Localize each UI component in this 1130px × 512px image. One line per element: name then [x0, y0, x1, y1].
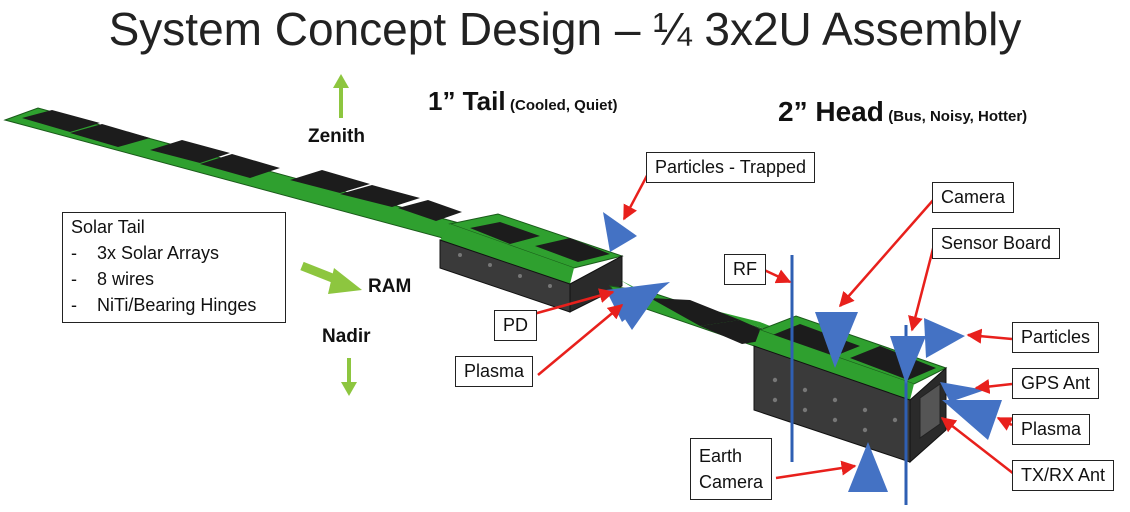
nadir-label: Nadir — [322, 326, 371, 347]
particles-trapped-sensor — [603, 212, 637, 252]
plasma-left-label: Plasma — [455, 356, 534, 387]
pd-label: PD — [494, 310, 538, 341]
list-item: -8 wires — [71, 269, 155, 289]
solar-tail-heading: Solar Tail — [71, 217, 145, 237]
particles-trapped-label: Particles - Trapped — [646, 152, 816, 183]
head-header: 2” Head (Bus, Noisy, Hotter) — [778, 96, 1027, 128]
sensor-board-label: Sensor Board — [932, 228, 1061, 259]
solar-tail-list: -3x Solar Arrays -8 wires -NiTi/Bearing … — [71, 240, 277, 318]
particles-sensor — [924, 318, 965, 358]
ram-label: RAM — [368, 276, 412, 297]
rf-label: RF — [724, 254, 766, 285]
callout-arrows — [529, 169, 1015, 480]
earth-camera-label: Earth Camera — [690, 438, 773, 500]
tail-header-sub: (Cooled, Quiet) — [510, 97, 618, 114]
camera-sensor — [815, 312, 858, 368]
plasma-left-sensor — [610, 290, 660, 330]
tail-body — [439, 213, 624, 313]
gps-ant-sensor — [940, 382, 985, 402]
zenith-label: Zenith — [308, 126, 365, 147]
solar-tail-box: Solar Tail -3x Solar Arrays -8 wires -Ni… — [62, 212, 286, 323]
earth-camera-sensor — [848, 442, 888, 492]
nadir-arrow — [341, 358, 357, 396]
plasma-right-label: Plasma — [1012, 414, 1091, 445]
tail-header: 1” Tail (Cooled, Quiet) — [428, 86, 618, 117]
gps-ant-label: GPS Ant — [1012, 368, 1100, 399]
plasma-right-sensor — [942, 400, 1002, 440]
sensor-board-sensor — [890, 336, 926, 384]
txrx-ant-label: TX/RX Ant — [1012, 460, 1115, 491]
ram-arrow — [300, 261, 362, 294]
list-item: -3x Solar Arrays — [71, 243, 220, 263]
zenith-arrow — [333, 74, 349, 118]
solar-tail-strip — [3, 107, 472, 241]
list-item: -NiTi/Bearing Hinges — [71, 295, 257, 315]
page-title: System Concept Design – ¼ 3x2U Assembly — [108, 3, 1022, 55]
camera-label: Camera — [932, 182, 1015, 213]
sensor-triangles — [603, 212, 1002, 492]
head-header-main: 2” Head — [778, 96, 884, 127]
particles-label: Particles — [1012, 322, 1100, 353]
tail-header-main: 1” Tail — [428, 86, 506, 116]
head-header-sub: (Bus, Noisy, Hotter) — [888, 108, 1028, 125]
